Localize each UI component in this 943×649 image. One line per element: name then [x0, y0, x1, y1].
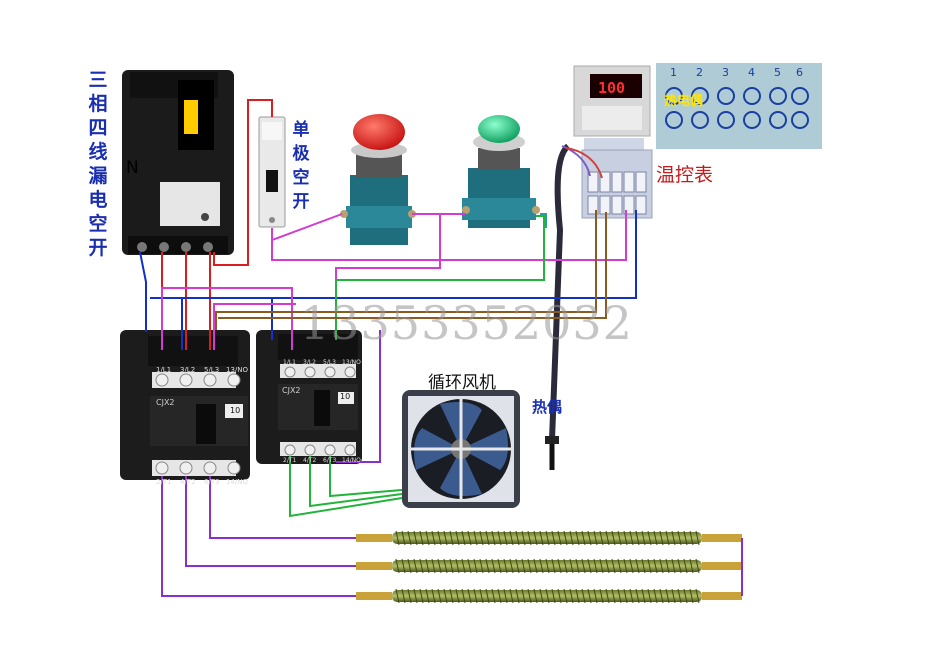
heating-tube [356, 588, 742, 604]
stop-push-button [340, 114, 416, 245]
terminal-number: 3 [722, 66, 729, 79]
phone-watermark: 13353352032 [300, 296, 633, 350]
terminal-screw-icon [743, 111, 761, 129]
terminal-number: 5 [774, 66, 781, 79]
terminal-screw-icon [691, 87, 709, 105]
wire-red-4 [213, 99, 273, 266]
terminal-screw-icon [717, 87, 735, 105]
contactor-terminal-label: 6/T3 [204, 478, 220, 486]
wire-blue-4 [272, 210, 637, 299]
single-pole-breaker [258, 116, 286, 228]
terminal-number: 2 [696, 66, 703, 79]
wire-green-2 [309, 456, 403, 508]
heating-tube [356, 558, 742, 574]
main-breaker-label: 三相四线漏电空开 [88, 69, 108, 259]
terminal-screw-icon [743, 87, 761, 105]
wire-violet-2 [185, 476, 356, 567]
contactor-terminal-label: 13/NO [226, 366, 249, 374]
contactor-1 [120, 330, 250, 480]
terminal-number: 1 [670, 66, 677, 79]
wire-blue-1 [139, 251, 147, 332]
wires [139, 99, 743, 597]
thermocouple-terminal-map [656, 63, 822, 149]
contactor-terminal-label: 1/L1 [283, 359, 296, 366]
contactor-terminal-label: 4/T2 [180, 478, 196, 486]
terminal-number: 6 [796, 66, 803, 79]
wire-brown-1 [215, 210, 597, 330]
terminal-screw-icon [769, 87, 787, 105]
wire-brown-2 [218, 212, 607, 319]
contactor-terminal-label: 2/T1 [156, 478, 172, 486]
wire-green-1 [289, 456, 403, 518]
contactor-terminal-label: 1/L1 [156, 366, 172, 374]
circulation-fan [402, 390, 520, 508]
thermocouple-label: 热偶 [532, 398, 563, 416]
contactor-rating-label: 10 [230, 406, 241, 415]
contactor-model-label: CJX2 [282, 386, 301, 395]
wire-magenta-5 [213, 303, 296, 350]
wire-violet-4 [336, 330, 381, 463]
heating-tubes [356, 530, 742, 604]
terminal-map-label: 热电偶 [664, 94, 704, 109]
terminal-screw-icon [791, 87, 809, 105]
contactor-terminal-label: 14/NO [342, 457, 361, 464]
contactor-rating-label: 10 [340, 392, 351, 401]
heating-tube [356, 530, 742, 546]
contactor-terminal-label: 3/L2 [180, 366, 196, 374]
terminal-screw-icon [691, 111, 709, 129]
contactor-terminal-label: 5/L3 [323, 359, 336, 366]
terminal-screw-icon [717, 111, 735, 129]
contactor-terminal-label: 13/NO [342, 359, 361, 366]
start-push-button [462, 115, 540, 228]
contactor-terminal-label: 2/T1 [283, 457, 297, 464]
contactor-terminal-label: 3/L2 [303, 359, 316, 366]
wire-violet-3 [209, 476, 356, 539]
contactor-terminal-label: 14/NO [226, 478, 249, 486]
wire-green-4 [335, 215, 545, 340]
terminal-screw-icon [665, 87, 683, 105]
contactor-terminal-label: 6/T3 [323, 457, 337, 464]
contactor-model-label: CJX2 [156, 398, 175, 407]
fan-label: 循环风机 [428, 373, 496, 393]
terminal-screw-icon [665, 111, 683, 129]
wire-green-3 [329, 456, 403, 498]
single-pole-breaker-label: 单极空开 [292, 120, 310, 212]
wire-violet-1 [161, 476, 356, 597]
wire-teal-1 [540, 213, 547, 228]
thermostat-label: 温控表 [656, 164, 714, 186]
terminal-number: 4 [748, 66, 755, 79]
terminal-screw-icon [769, 111, 787, 129]
terminal-screw-icon [791, 111, 809, 129]
neutral-label: N [126, 158, 139, 178]
contactor-terminal-label: 4/T2 [303, 457, 317, 464]
contactor-terminal-label: 5/L3 [204, 366, 220, 374]
temperature-controller [573, 65, 653, 219]
wire-magenta-3 [271, 210, 627, 261]
three-phase-leakage-breaker [122, 70, 234, 255]
thermocouple-probe [545, 143, 603, 470]
thermostat-display: 100 [598, 79, 626, 97]
